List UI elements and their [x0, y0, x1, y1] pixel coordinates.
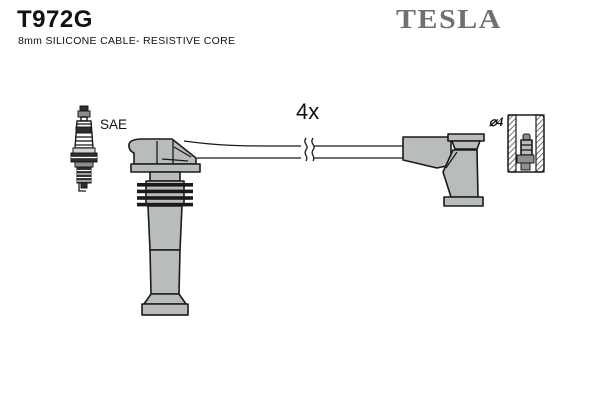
cable-break-mark — [301, 137, 315, 162]
sae-label: SAE — [100, 117, 127, 132]
terminal-cross-section — [507, 114, 545, 173]
brand-logo: TESLA — [396, 4, 502, 35]
quantity-label: 4x — [296, 99, 319, 124]
elbow-boot-illustration — [402, 133, 485, 207]
diameter-label: ⌀4 — [489, 114, 504, 129]
spark-plug-icon — [70, 105, 98, 192]
part-number: T972G — [17, 6, 93, 33]
ignition-cable — [183, 140, 403, 159]
coil-boot-illustration — [128, 138, 201, 316]
product-description: 8mm SILICONE CABLE- RESISTIVE CORE — [18, 35, 236, 47]
